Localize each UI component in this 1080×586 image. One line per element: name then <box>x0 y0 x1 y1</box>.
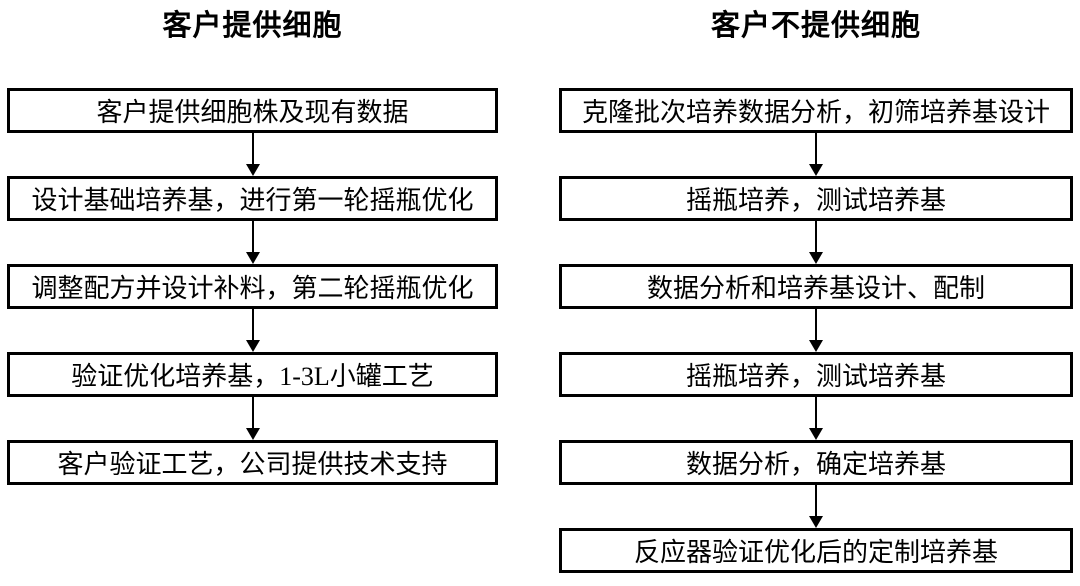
down-arrow <box>559 485 1073 528</box>
flow-column-customer-provides-cells: 客户提供细胞 客户提供细胞株及现有数据 设计基础培养基，进行第一轮摇瓶优化 调整… <box>7 0 498 485</box>
flow-step-box: 克隆批次培养数据分析，初筛培养基设计 <box>559 88 1073 133</box>
arrow-line <box>815 485 817 517</box>
right-column-title: 客户不提供细胞 <box>710 9 921 42</box>
arrow-line <box>251 397 254 429</box>
arrow-line <box>815 309 817 341</box>
arrow-head-icon <box>245 340 260 352</box>
arrow-head-icon <box>809 428 823 440</box>
arrow-head-icon <box>245 164 260 176</box>
down-arrow <box>559 133 1073 176</box>
down-arrow <box>7 221 498 264</box>
arrow-line <box>815 397 817 429</box>
down-arrow <box>559 309 1073 352</box>
flow-step-box: 客户提供细胞株及现有数据 <box>7 88 498 133</box>
down-arrow <box>559 221 1073 264</box>
flow-step-box: 反应器验证优化后的定制培养基 <box>559 528 1073 573</box>
left-column-title: 客户提供细胞 <box>162 9 343 42</box>
flow-step-box: 设计基础培养基，进行第一轮摇瓶优化 <box>7 176 498 221</box>
flow-step-box: 验证优化培养基，1-3L小罐工艺 <box>7 352 498 397</box>
arrow-line <box>251 221 254 253</box>
arrow-line <box>251 133 254 165</box>
arrow-head-icon <box>809 340 823 352</box>
down-arrow <box>7 133 498 176</box>
flow-column-customer-no-cells: 客户不提供细胞 克隆批次培养数据分析，初筛培养基设计 摇瓶培养，测试培养基 数据… <box>559 0 1073 573</box>
arrow-line <box>251 309 254 341</box>
flow-step-box: 摇瓶培养，测试培养基 <box>559 352 1073 397</box>
down-arrow <box>7 309 498 352</box>
down-arrow <box>7 397 498 440</box>
down-arrow <box>559 397 1073 440</box>
arrow-head-icon <box>809 516 823 528</box>
flow-step-box: 数据分析，确定培养基 <box>559 440 1073 485</box>
flow-step-box: 摇瓶培养，测试培养基 <box>559 176 1073 221</box>
flow-step-box: 数据分析和培养基设计、配制 <box>559 264 1073 309</box>
arrow-line <box>815 133 817 165</box>
arrow-line <box>815 221 817 253</box>
arrow-head-icon <box>245 252 260 264</box>
flow-step-box: 调整配方并设计补料，第二轮摇瓶优化 <box>7 264 498 309</box>
arrow-head-icon <box>809 164 823 176</box>
arrow-head-icon <box>245 428 260 440</box>
arrow-head-icon <box>809 252 823 264</box>
flow-step-box: 客户验证工艺，公司提供技术支持 <box>7 440 498 485</box>
